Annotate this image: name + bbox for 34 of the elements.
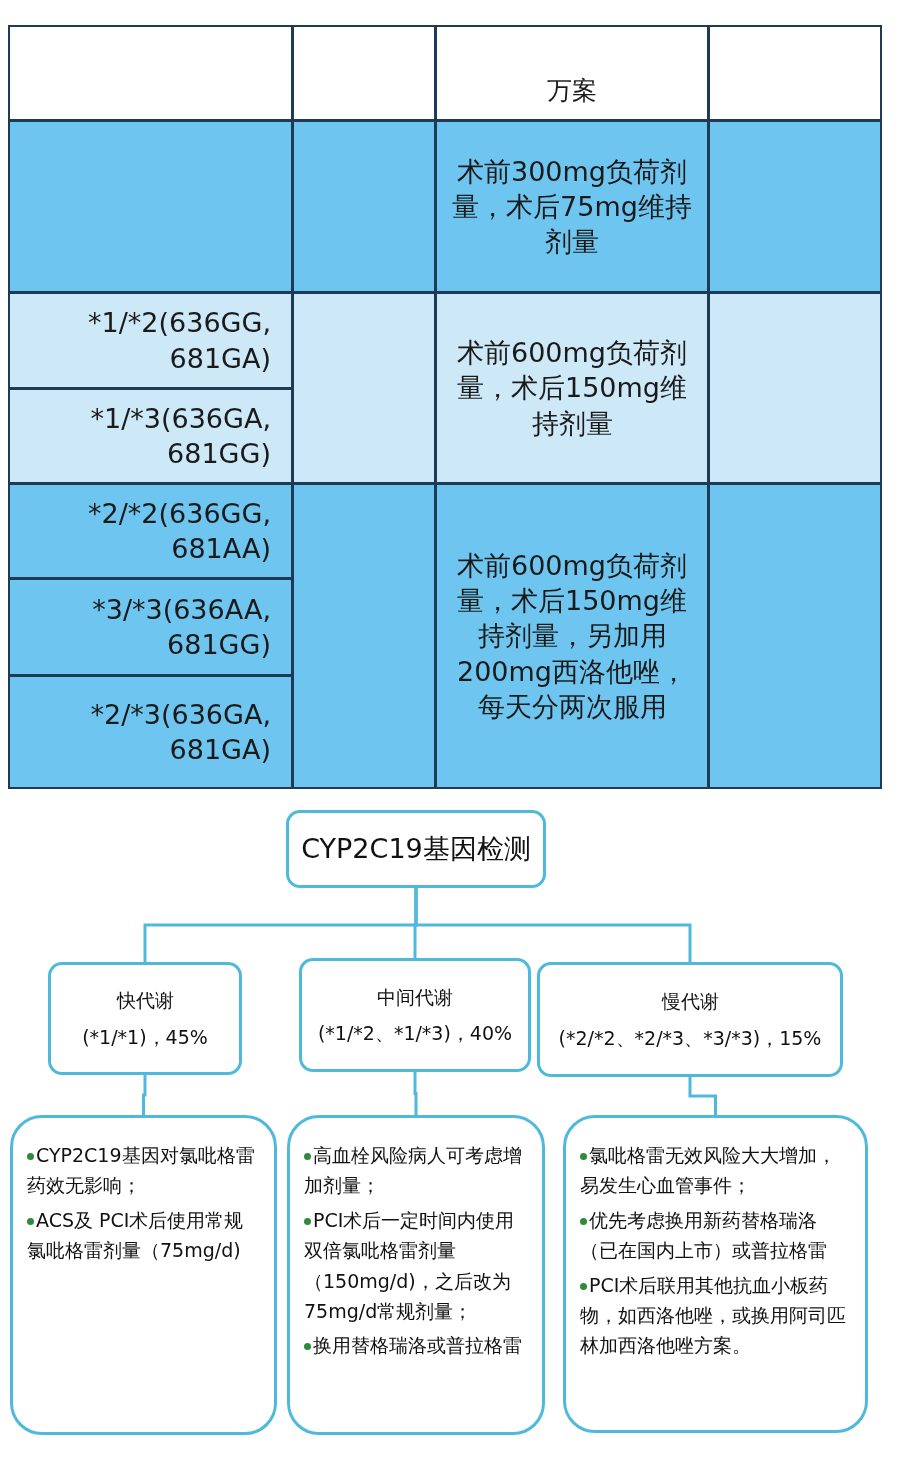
connector-line (414, 888, 692, 962)
table-cell: *2/*3(636GA, 681GA) (8, 675, 293, 789)
process-box (299, 958, 531, 1072)
table-cell: 术前300mg负荷剂量，术后75mg维持剂量 (435, 120, 709, 293)
table-cell: 术前600mg负荷剂量，术后150mg维持剂量，另加用200mg西洛他唑，每天分两次服用 (435, 483, 709, 789)
bullet-text: PCI术后联用其他抗血小板药物，如西洛他唑，或换用阿司匹林加西洛他唑方案。 (580, 1269, 853, 1361)
node-subtitle: (*1/*2、*1/*3)，40% (317, 1021, 513, 1046)
connector-line (413, 1072, 418, 1115)
note-box (287, 1115, 545, 1435)
bullet-text: 换用替格瑞洛或普拉格雷 (304, 1330, 530, 1361)
note-box (10, 1115, 277, 1435)
connector-line (688, 1077, 717, 1115)
process-box (48, 962, 242, 1075)
note-box (563, 1115, 868, 1433)
table-cell: 术前600mg负荷剂量，术后150mg维持剂量 (435, 292, 709, 484)
table-cell: *2/*2(636GG, 681AA) (8, 483, 293, 579)
table-cell: *1/*3(636GA, 681GG) (8, 388, 293, 484)
table-cell: *3/*3(636AA, 681GG) (8, 578, 293, 676)
process-box: CYP2C19基因检测 (286, 810, 546, 888)
node-title: 慢代谢 (661, 989, 719, 1015)
bullet-text: PCI术后一定时间内使用双倍氯吡格雷剂量（150mg/d)，之后改为75mg/d常规剂量； (304, 1204, 530, 1327)
connector-line (142, 1075, 147, 1115)
process-box (537, 962, 843, 1077)
bullet-text: 高血栓风险病人可考虑增加剂量； (304, 1140, 530, 1201)
bullet-text: 氯吡格雷无效风险大大增加，易发生心血管事件； (580, 1140, 853, 1201)
node-subtitle: (*2/*2、*2/*3、*3/*3)，15% (558, 1025, 822, 1051)
bullet-text: 优先考虑换用新药替格瑞洛（已在国内上市）或普拉格雷 (580, 1204, 853, 1266)
node-title: 快代谢 (116, 988, 174, 1014)
table-cell: *1/*2(636GG, 681GA) (8, 292, 293, 389)
node-subtitle: (*1/*1)，45% (82, 1024, 208, 1050)
node-title: 中间代谢 (377, 984, 453, 1010)
table-cell: 万案 (435, 25, 709, 121)
bullet-text: CYP2C19基因对氯吡格雷药效无影响； (27, 1140, 262, 1201)
bullet-text: ACS及 PCI术后使用常规氯吡格雷剂量（75mg/d) (27, 1204, 262, 1266)
